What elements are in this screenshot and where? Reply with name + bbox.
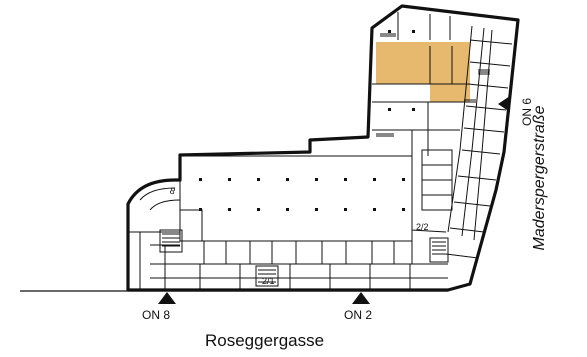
street-label-right: Maderspergerstraße — [531, 105, 548, 251]
interior-walls — [128, 12, 513, 290]
entrance-label-on6: ON 6 — [520, 97, 534, 127]
stair-label-2-1: 2/1 — [262, 276, 275, 286]
stair-label-2-2: 2/2 — [416, 222, 429, 232]
columns — [199, 30, 415, 211]
street-label-bottom: Roseggergasse — [205, 331, 325, 350]
entrance-marker-on6 — [498, 96, 510, 112]
highlighted-area — [376, 42, 470, 102]
entrance-marker-on8 — [158, 292, 176, 304]
entrance-label-on8: ON 8 — [142, 308, 171, 322]
hatched-walls — [376, 33, 490, 137]
entrance-label-on2: ON 2 — [344, 308, 373, 322]
entrance-marker-on2 — [352, 292, 370, 304]
